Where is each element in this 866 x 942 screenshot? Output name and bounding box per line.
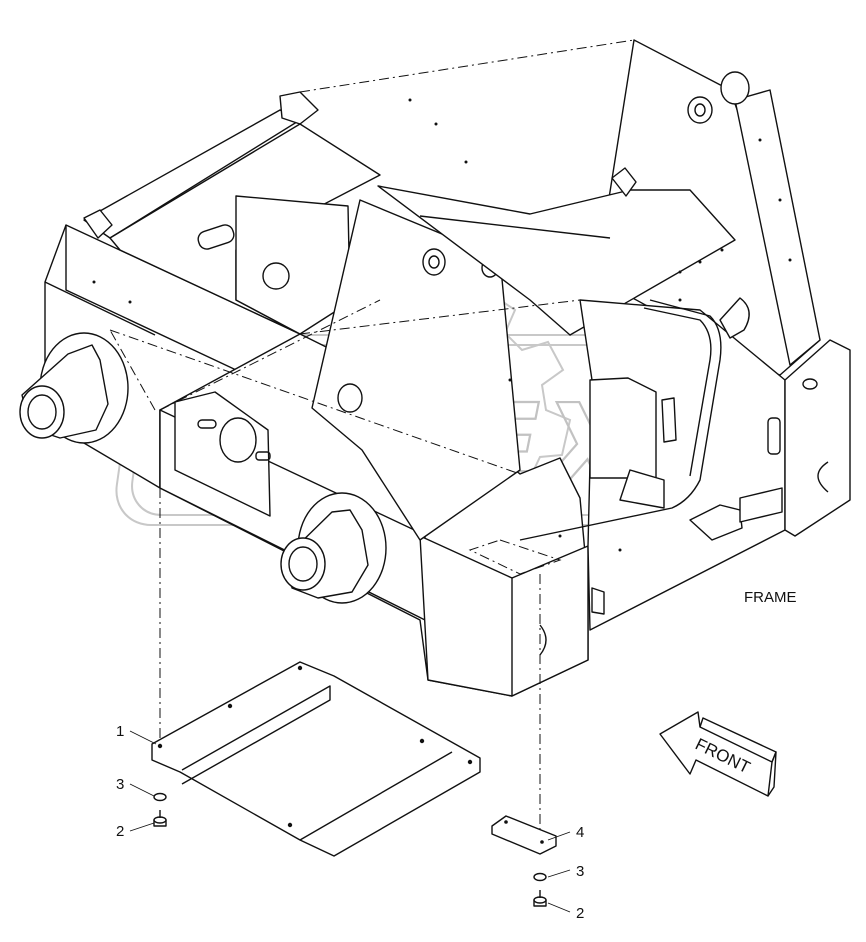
callout-3-right: 3 (576, 863, 584, 880)
bolt-right (533, 890, 547, 907)
washer-right (533, 872, 547, 882)
part-1-cover-plate (151, 661, 481, 857)
frame-label: FRAME (744, 589, 797, 606)
callout-3-left: 3 (116, 776, 124, 793)
callout-1: 1 (116, 723, 124, 740)
front-direction-arrow: FRONT (659, 711, 777, 797)
part-4-small-plate (491, 815, 557, 855)
callout-2-left: 2 (116, 823, 124, 840)
frame-holes (92, 98, 792, 552)
bolt-left (153, 810, 167, 827)
callout-leaders (129, 730, 571, 913)
washer-left (153, 792, 167, 802)
callout-4: 4 (576, 824, 584, 841)
frame-body (19, 39, 851, 697)
callout-2-right: 2 (576, 905, 584, 922)
